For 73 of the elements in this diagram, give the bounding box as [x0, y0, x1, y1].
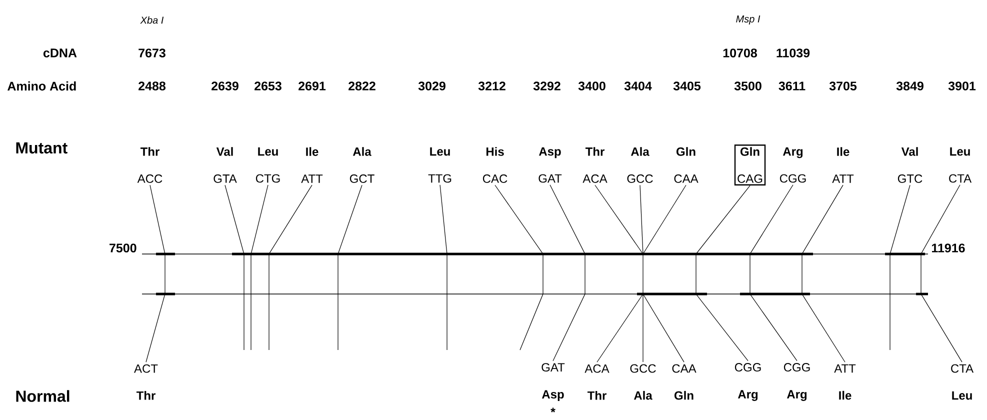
codon-label: Leu CTG — [256, 147, 280, 183]
connector-line — [550, 184, 586, 362]
codon-label: ACT Thr — [134, 364, 158, 400]
codon-label: Val GTC — [898, 147, 922, 183]
row-heading: cDNA — [43, 48, 77, 58]
number-label: 2639 — [212, 82, 238, 90]
connector-line — [250, 184, 268, 350]
connector-line — [146, 184, 166, 362]
codon-label: ATT Ile — [834, 364, 856, 400]
codon-label: Ala GCT — [350, 147, 374, 183]
number-label: 3405 — [673, 82, 701, 90]
number-label: 11039 — [776, 48, 810, 58]
row-heading: Amino Acid — [8, 81, 76, 91]
connector-line — [494, 184, 544, 350]
codon-label: His CAC — [482, 147, 508, 183]
number-label: 3705 — [829, 82, 857, 90]
connector-line — [338, 184, 362, 350]
connector-line — [596, 294, 644, 362]
connector-line — [920, 184, 962, 362]
number-label: 3400 — [578, 82, 606, 90]
number-label: 2488 — [138, 82, 166, 90]
connector-line — [890, 184, 910, 350]
connector-line — [642, 254, 644, 294]
number-label: 2822 — [348, 82, 376, 90]
number-label: 3029 — [418, 82, 446, 90]
codon-label: Ala GCC — [627, 147, 653, 183]
number-label: 3611 — [778, 82, 806, 90]
number-label: 7673 — [138, 48, 166, 58]
codon-label: ACA Thr — [584, 364, 610, 400]
number-label: 3404 — [624, 82, 652, 90]
codon-label: Leu CTA — [949, 147, 972, 183]
connector-line — [802, 184, 846, 362]
number-label: 11916 — [932, 244, 965, 252]
number-label: 3901 — [948, 82, 976, 90]
codon-label: Gln CAA — [674, 147, 698, 183]
connector-line — [594, 184, 644, 254]
connector-line — [640, 184, 644, 254]
codon-label: Ile ATT — [832, 147, 854, 183]
number-label: 2691 — [298, 82, 326, 90]
number-label: 10708 — [723, 48, 757, 58]
number-label: 3292 — [533, 82, 560, 90]
enzyme-label: Xba I — [140, 16, 164, 24]
connector-line — [696, 185, 750, 362]
codon-label: CTA Leu — [951, 364, 974, 400]
connector-line — [224, 184, 244, 350]
codon-label: Ile ATT — [301, 147, 323, 183]
row-heading: Mutant — [16, 142, 68, 154]
connector-line — [642, 184, 686, 254]
codon-label: Thr ACC — [137, 147, 162, 183]
codon-label: CGG Arg — [734, 363, 761, 401]
row-heading: Normal — [16, 390, 70, 402]
number-label: 7500 — [110, 244, 136, 252]
asterisk: * — [550, 408, 556, 412]
number-label: 3212 — [478, 82, 506, 90]
codon-label: Arg CGG — [780, 147, 806, 183]
codon-label: Val GTA — [214, 147, 237, 183]
codon-label: CAA Gln — [672, 364, 696, 400]
codon-label: Thr ACA — [582, 147, 608, 183]
boxed-codon-label: Gln CAG — [734, 144, 766, 186]
number-label: 2653 — [254, 82, 282, 90]
connector-line — [440, 184, 448, 350]
connector-line — [750, 184, 798, 362]
codon-label: GAT Asp — [542, 363, 565, 401]
codon-label: CGG Arg — [784, 363, 810, 401]
codon-label: Asp GAT — [538, 147, 562, 183]
codon-label: Leu TTG — [428, 147, 452, 183]
number-label: 3500 — [734, 82, 762, 90]
connector-line — [268, 184, 312, 350]
number-label: 3849 — [896, 82, 924, 90]
connector-line — [642, 294, 644, 362]
enzyme-label: Msp I — [736, 16, 760, 24]
codon-label: GCC Ala — [630, 364, 656, 400]
connector-line — [642, 294, 684, 362]
